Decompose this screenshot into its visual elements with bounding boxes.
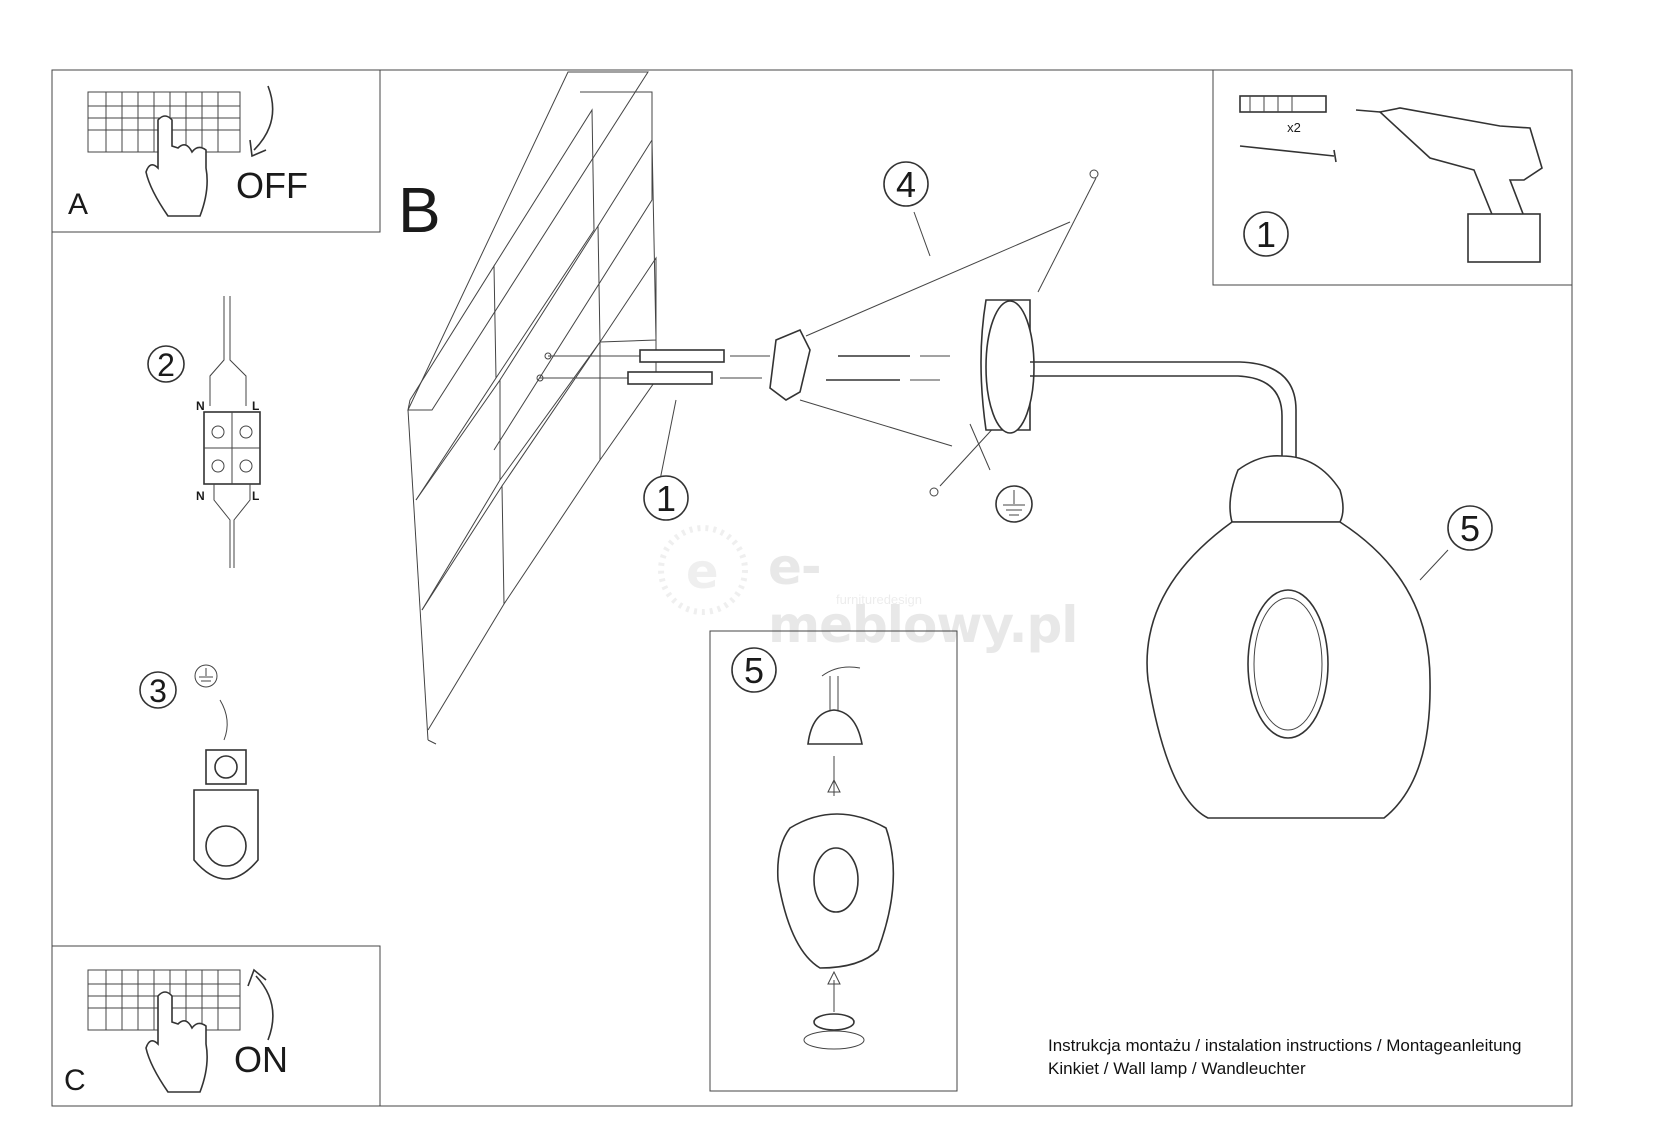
step-4-circle <box>883 161 929 207</box>
outer-frame <box>51 69 1573 1107</box>
drill-icon <box>1355 107 1543 263</box>
screw-icon <box>1239 145 1337 163</box>
step-5-box-circle <box>731 647 777 693</box>
step-5-main-circle <box>1447 505 1493 551</box>
ground-symbol-icon <box>969 423 1033 523</box>
step-1-circle <box>643 475 689 521</box>
terminal-block-icon <box>203 296 261 568</box>
hand-icon <box>145 991 208 1093</box>
hand-icon <box>145 115 208 217</box>
screw-icon <box>826 355 950 381</box>
watermark-circle-icon: e <box>658 525 748 615</box>
shade-box <box>709 630 958 1092</box>
panel-c-state: ON <box>234 1039 288 1080</box>
ground-connector-icon <box>193 699 259 880</box>
watermark-sub: furnituredesign <box>836 592 922 607</box>
svg-text:e: e <box>686 544 719 600</box>
panel-a-state: OFF <box>236 165 308 206</box>
panel-b-letter: B <box>398 174 441 246</box>
screw-head-icon <box>929 487 939 497</box>
wire-l-top: L <box>252 399 259 413</box>
mounting-bracket-icon <box>769 328 811 401</box>
panel-a-box <box>51 69 381 233</box>
wall-tiles <box>407 71 657 745</box>
step-1-number: 1 <box>656 478 676 519</box>
curved-arrow-icon <box>249 85 274 158</box>
screw-head-icon <box>1089 169 1099 179</box>
panel-c-letter: C <box>64 1064 86 1097</box>
tools-box <box>1212 69 1573 286</box>
panel-a-letter: A <box>68 188 88 221</box>
step-5-box-number: 5 <box>744 650 764 691</box>
step-3-number: 3 <box>149 673 167 709</box>
wire-l-bottom: L <box>252 489 259 503</box>
step-3-circle <box>139 671 177 709</box>
step-2-number: 2 <box>157 347 175 383</box>
step-1-box-circle <box>1243 211 1289 257</box>
tools-quantity: x2 <box>1287 120 1301 135</box>
ground-symbol-icon <box>194 664 218 688</box>
step-4-number: 4 <box>896 164 916 205</box>
wall-plug-icon <box>1239 95 1327 113</box>
watermark-brand: e-meblowy.pl <box>768 538 1078 654</box>
breaker-panel-icon <box>87 91 241 153</box>
step-1-box-number: 1 <box>1256 214 1276 255</box>
wall-lamp-icon <box>980 299 1431 819</box>
glass-shade-icon <box>776 666 895 1050</box>
step-2-circle <box>147 345 185 383</box>
curved-arrow-icon <box>247 968 274 1041</box>
step-5-main-number: 5 <box>1460 508 1480 549</box>
wall-plug-icon <box>536 349 770 385</box>
footer-line-1: Instrukcja montażu / instalation instruc… <box>1048 1036 1522 1055</box>
wire-n-top: N <box>196 399 205 413</box>
watermark: e e-meblowy.pl furnituredesign <box>648 520 1078 654</box>
footer-line-2: Kinkiet / Wall lamp / Wandleuchter <box>1048 1059 1306 1078</box>
panel-c-box <box>51 945 381 1107</box>
footer: Instrukcja montażu / instalation instruc… <box>1048 1034 1521 1080</box>
wire-n-bottom: N <box>196 489 205 503</box>
